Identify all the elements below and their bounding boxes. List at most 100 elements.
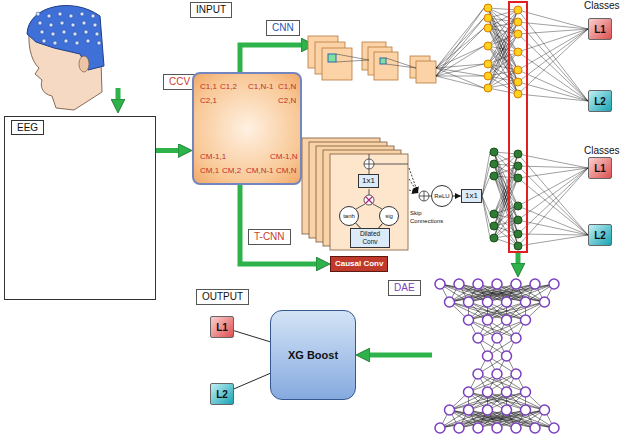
autoencoder-network-part — [473, 369, 483, 379]
dense-network-part — [488, 28, 518, 34]
node-text: CM-1,1 — [200, 152, 226, 162]
autoencoder-network-part — [530, 423, 540, 433]
dense-network-part — [514, 6, 522, 14]
node-text: L2 — [594, 96, 606, 107]
autoencoder-network-part — [492, 369, 502, 379]
dense-network-part — [488, 10, 518, 28]
causal-conv-box: Causal Conv — [330, 256, 388, 272]
head-illustration-part — [91, 14, 95, 18]
dense-network-part — [514, 90, 522, 98]
dense-network-part — [490, 234, 498, 242]
autoencoder-network-part — [473, 333, 483, 343]
head-illustration-part — [80, 12, 84, 16]
node-text: OUTPUT — [202, 291, 243, 303]
dense-network-part — [488, 18, 518, 70]
tcnn-label: T-CNN — [248, 229, 291, 245]
head-illustration-part — [27, 6, 104, 70]
autoencoder-network-part — [502, 297, 512, 307]
autoencoder-network-part — [511, 369, 521, 379]
dense-network-part — [484, 14, 492, 22]
class-box: L2 — [588, 90, 612, 112]
autoencoder-network-part — [445, 297, 455, 307]
autoencoder-network-part — [521, 297, 531, 307]
autoencoder-network-part — [540, 405, 550, 415]
tcn-block-part — [369, 189, 370, 195]
dense-network-part — [488, 64, 518, 82]
dense-network-part — [488, 76, 518, 94]
autoencoder-network-part — [521, 405, 531, 415]
autoencoder-network-part — [483, 351, 493, 361]
node-text: Causal Conv — [335, 259, 383, 269]
node-text: C2,N — [278, 96, 296, 106]
autoencoder-network-part — [502, 405, 512, 415]
autoencoder-network-part — [502, 351, 512, 361]
dense-network-part — [488, 28, 518, 94]
dense-network-part — [488, 10, 518, 88]
node-text: CCV — [169, 76, 190, 88]
node-text: L1 — [216, 322, 228, 333]
output-label: OUTPUT — [196, 289, 249, 305]
dense-network-part — [482, 196, 490, 238]
head-illustration-part — [79, 56, 89, 72]
tcn-block-part — [419, 191, 429, 201]
autoencoder-network-part — [511, 423, 521, 433]
autoencoder-network-part — [492, 279, 502, 289]
dense-network-part — [490, 160, 498, 168]
node-text: L2 — [594, 230, 606, 241]
dense-network-part — [436, 28, 484, 68]
node-text: tanh — [343, 213, 355, 219]
dense-network-part — [518, 29, 588, 82]
dense-network-part — [484, 24, 492, 32]
skip-note: Skip Connections — [410, 209, 444, 225]
node-text: L2 — [216, 389, 228, 400]
autoencoder-network-part — [464, 405, 474, 415]
node-text: Dilated Conv — [354, 230, 386, 246]
tanh-gate: tanh — [339, 206, 359, 226]
node-text: INPUT — [196, 4, 226, 16]
ccv-matrix: C1,1C1,2C1,N-1C1,NC2,1C2,NCM-1,1CM-1,NCM… — [192, 72, 302, 185]
dense-network-part — [518, 10, 588, 29]
node-text: CM,1 — [200, 166, 219, 176]
node-text: CNN — [272, 22, 294, 34]
tcn-block-part — [409, 179, 418, 193]
autoencoder-network-part — [483, 405, 493, 415]
dense-network-part — [488, 8, 518, 82]
dense-network-part — [514, 30, 522, 38]
tcn-block-part — [369, 154, 370, 159]
feature-maps-part — [386, 64, 416, 68]
dense-network-part — [518, 94, 588, 101]
dense-network-part — [436, 18, 484, 68]
dense-network-part — [518, 10, 588, 101]
dense-network-part — [514, 66, 522, 74]
node-text: CM-1,N — [270, 152, 298, 162]
dense-network-part — [484, 84, 492, 92]
autoencoder-network-part — [488, 302, 545, 320]
xgboost-box: XG Boost — [270, 310, 356, 400]
dilated-conv-box: Dilated Conv — [350, 228, 390, 248]
dense-network-part — [482, 196, 490, 226]
node-text: L1 — [594, 24, 606, 35]
autoencoder-network-part — [469, 302, 526, 320]
node-text: CM,N-1 — [246, 166, 274, 176]
head-illustration-part — [40, 30, 44, 34]
node-text: DAE — [388, 280, 421, 296]
dense-network-part — [518, 29, 588, 34]
dense-network-part — [518, 206, 588, 235]
node-text: EEG — [11, 120, 44, 135]
autoencoder-network-part — [492, 423, 502, 433]
head-illustration — [27, 6, 104, 110]
autoencoder-network-part — [492, 333, 502, 343]
head-illustration-part — [62, 30, 66, 34]
head-illustration-part — [47, 14, 51, 18]
autoencoder-network-part — [450, 302, 507, 320]
autoencoder-network-part — [521, 315, 531, 325]
tcn-block-part — [330, 154, 408, 250]
node-text: C1,N-1 — [248, 82, 273, 92]
feature-layer-frame-part — [509, 2, 527, 252]
dense-network-part — [490, 210, 498, 218]
dense-network-part — [518, 34, 588, 101]
dense-network-part — [514, 216, 522, 224]
dense-network-part — [518, 168, 588, 246]
tcn-block-part — [364, 195, 374, 205]
tcn-block-part — [409, 168, 418, 193]
